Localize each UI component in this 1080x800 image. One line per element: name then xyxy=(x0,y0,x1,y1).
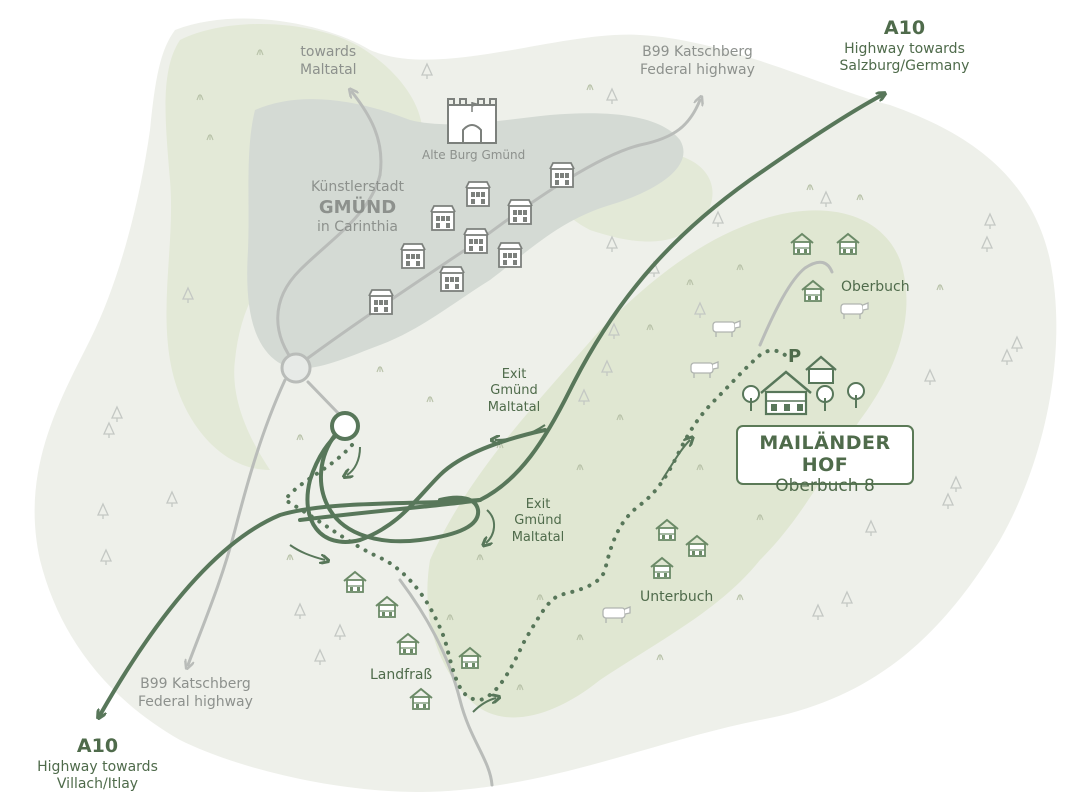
road-oberbuch xyxy=(758,260,834,347)
label-line: B99 Katschberg xyxy=(140,676,251,692)
label-line: Gmünd xyxy=(490,383,538,399)
label-exit-north: Exit Gmünd Maltatal xyxy=(484,367,544,416)
label-line: Villach/Itlay xyxy=(56,776,139,793)
land-green-east xyxy=(427,210,907,718)
road-b99-south xyxy=(188,378,287,665)
label-line: Künstlerstadt xyxy=(310,179,404,195)
label-landfrass: Landfraß xyxy=(370,667,433,683)
label-a10-north: A10 Highway towards Salzburg/Germany xyxy=(832,17,977,76)
destination-box: MAILÄNDER HOF Oberbuch 8 xyxy=(736,425,914,496)
road-landfrass xyxy=(398,578,494,787)
castle-icon xyxy=(447,98,497,144)
label-a10-south: A10 Highway towards Villach/Itlay xyxy=(25,735,170,794)
label-line: Federal highway xyxy=(640,61,755,78)
label-line: in Carinthia xyxy=(317,219,398,235)
farm-icon xyxy=(760,355,837,416)
label-castle: Alte Burg Gmünd xyxy=(422,148,526,162)
parking-icon: P xyxy=(788,346,802,367)
road-to-exit xyxy=(306,380,340,415)
building-icon xyxy=(507,199,533,225)
a10-road-name: A10 xyxy=(76,735,119,757)
road-maltatal xyxy=(352,92,383,177)
roundabout xyxy=(280,352,312,384)
road-city-north xyxy=(276,173,382,367)
label-line: B99 Katschberg xyxy=(642,44,753,60)
label-oberbuch: Oberbuch xyxy=(841,279,910,295)
label-line: Highway towards xyxy=(844,40,965,57)
destination-address: Oberbuch 8 xyxy=(775,476,875,496)
dotted-arrow-3 xyxy=(472,698,496,713)
label-exit-south: Exit Gmünd Maltatal xyxy=(508,497,568,546)
city-name: GMÜND xyxy=(318,196,397,218)
building-icon xyxy=(549,162,575,188)
label-line: Exit xyxy=(525,497,551,512)
a10-road-name: A10 xyxy=(883,17,926,39)
building-icon xyxy=(439,266,465,292)
building-icon xyxy=(400,243,426,269)
label-b99-south: B99 Katschberg Federal highway xyxy=(138,676,253,711)
exit-roundabout xyxy=(330,411,360,441)
building-icon xyxy=(463,228,489,254)
building-icon xyxy=(465,181,491,207)
label-b99-north: B99 Katschberg Federal highway xyxy=(640,44,755,79)
label-city: Künstlerstadt GMÜND in Carinthia xyxy=(300,179,415,237)
building-icon xyxy=(430,205,456,231)
destination-name: MAILÄNDER HOF xyxy=(759,432,891,476)
a10-highway-north xyxy=(298,95,882,522)
building-icon xyxy=(497,242,523,268)
label-line: Federal highway xyxy=(138,693,253,710)
dotted-arrow-1 xyxy=(347,446,361,475)
label-line: towards xyxy=(300,44,357,60)
label-line: Maltatal xyxy=(487,399,541,415)
dotted-route xyxy=(282,348,787,703)
exit-arrow-south xyxy=(486,509,495,543)
label-line: Salzburg/Germany xyxy=(839,58,970,75)
label-unterbuch: Unterbuch xyxy=(640,589,714,605)
interchange-loop-b xyxy=(318,433,481,544)
label-line: Gmünd xyxy=(514,513,562,529)
label-line: Maltatal xyxy=(511,529,565,545)
dotted-arrow-2 xyxy=(289,544,325,560)
building-icon xyxy=(368,289,394,315)
exit-arrow-north xyxy=(495,424,546,440)
label-towards-maltatal: towards Maltatal xyxy=(300,44,357,79)
label-line: Highway towards xyxy=(37,758,158,775)
label-line: Maltatal xyxy=(300,61,357,78)
label-line: Exit xyxy=(501,367,527,382)
